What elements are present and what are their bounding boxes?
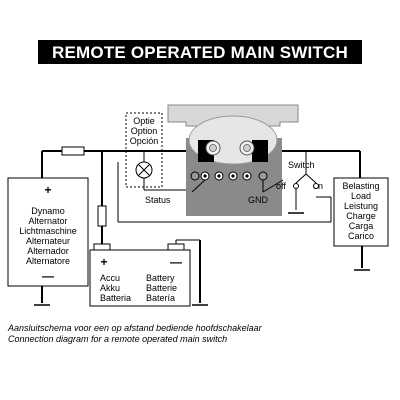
load-name-fr: Charge (346, 211, 376, 221)
caption-english: Connection diagram for a remote operated… (8, 334, 227, 344)
generator-name-it: Alternatore (26, 256, 70, 266)
toggle-switch-icon (293, 173, 319, 189)
generator-box (7, 177, 89, 287)
title-banner (38, 40, 362, 64)
main-switch-device (167, 104, 299, 216)
switch-off-label: off (276, 181, 286, 191)
battery (89, 243, 191, 307)
generator-minus: — (42, 269, 54, 283)
load-name-es: Carga (349, 221, 374, 231)
generator-name-en: Alternator (28, 216, 67, 226)
status-wire (191, 179, 206, 193)
diagram-title: REMOTE OPERATED MAIN SWITCH (52, 43, 348, 62)
load-name-de: Leistung (344, 201, 378, 211)
generator-name-nl: Dynamo (31, 206, 65, 216)
battery-name-right-3: Batería (146, 293, 175, 303)
option-label-en: Option (131, 126, 158, 136)
load-name-nl: Belasting (342, 181, 379, 191)
load-name-it: Carico (348, 231, 374, 241)
battery-name-left-3: Batteria (100, 293, 131, 303)
switch-control-wire-2 (262, 179, 284, 193)
battery-fuse (97, 205, 107, 227)
option-label-nl: Optie (133, 116, 155, 126)
battery-name-right-1: Battery (146, 273, 175, 283)
battery-minus: — (170, 255, 182, 269)
battery-name-left-1: Accu (100, 273, 120, 283)
indicator-lamp-icon (135, 161, 153, 179)
main-fuse (61, 146, 85, 156)
status-label: Status (145, 195, 171, 205)
generator-name-de: Lichtmaschine (19, 226, 77, 236)
generator-plus: + (44, 183, 51, 197)
load-box (333, 177, 389, 247)
switch-label: Switch (288, 160, 315, 170)
battery-name-left-2: Akku (100, 283, 120, 293)
gnd-label: GND (248, 195, 269, 205)
option-label-es: Opción (130, 136, 159, 146)
generator-name-fr: Alternateur (26, 236, 70, 246)
load-name-en: Load (351, 191, 371, 201)
battery-name-right-2: Batterie (146, 283, 177, 293)
battery-plus: + (100, 255, 107, 269)
caption-dutch: Aansluitschema voor een op afstand bedie… (7, 323, 263, 333)
generator-name-es: Alternador (27, 246, 69, 256)
